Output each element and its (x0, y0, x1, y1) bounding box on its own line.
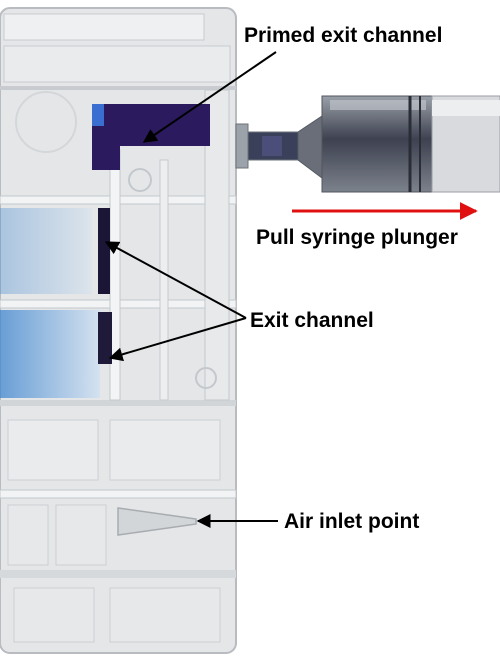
cartridge-frame (159, 159, 169, 401)
cartridge-compartment (7, 419, 99, 481)
label-primed-exit-channel: Primed exit channel (244, 24, 442, 47)
label-exit-channel: Exit channel (250, 309, 374, 332)
exit-channel-segment (98, 312, 112, 364)
cartridge-post (128, 168, 152, 192)
syringe-connector (235, 123, 249, 169)
cartridge-divider (0, 86, 236, 90)
syringe-tube-ink (262, 136, 282, 156)
syringe-barrel (321, 95, 433, 193)
light-ink-region (0, 208, 92, 294)
arrow-exit-channel-lower (108, 317, 247, 362)
exit-channel-segment (98, 208, 110, 294)
label-air-inlet-point: Air inlet point (284, 510, 419, 533)
cartridge-compartment (109, 419, 221, 481)
blue-ink-region (0, 310, 100, 398)
cartridge-compartment (55, 504, 107, 566)
cartridge-compartment (109, 587, 221, 643)
ink-cartridge (0, 7, 237, 654)
cartridge-compartment (13, 587, 95, 643)
cartridge-compartment (7, 504, 49, 566)
cartridge-top-chamber (3, 45, 231, 83)
labels: Primed exit channel Pull syringe plunger… (244, 24, 458, 533)
ink-regions (0, 104, 210, 398)
air-inlet-nozzle (117, 507, 197, 536)
syringe-tip (297, 115, 323, 179)
arrow-primed-exit-channel (142, 51, 277, 143)
syringe (235, 95, 500, 193)
cartridge-top-rib (3, 13, 205, 41)
label-pull-syringe-plunger: Pull syringe plunger (256, 226, 458, 249)
callout-arrows (104, 51, 478, 528)
syringe-plunger-shine (432, 100, 500, 116)
cartridge-divider (0, 489, 237, 499)
cartridge-divider (0, 570, 236, 578)
syringe-barrel-shine (330, 100, 426, 110)
cartridge-divider (0, 400, 236, 406)
arrow-exit-channel-upper (104, 241, 247, 319)
primed-ink-highlight (92, 104, 104, 126)
cartridge-post (195, 367, 217, 389)
cartridge-post (15, 91, 77, 153)
